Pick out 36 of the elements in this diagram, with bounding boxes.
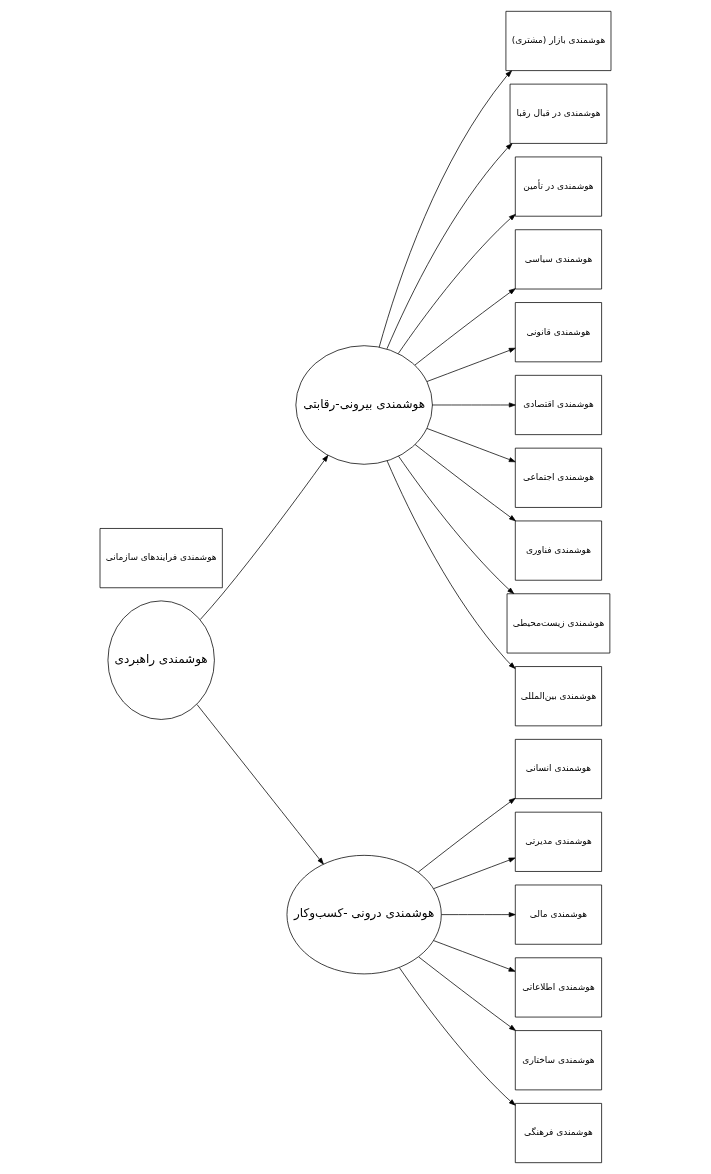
node-box: هوشمندی انسانی [514,739,602,800]
node-box: هوشمندی فرایندهای سازمانی [99,528,223,589]
arrow [441,912,516,918]
arrow [433,857,516,890]
node-box: هوشمندی قانونی [514,302,602,363]
arrow [196,704,324,865]
node-box: هوشمندی در تأمین [514,156,602,217]
node-box: هوشمندی زیست‌محیطی [506,593,611,654]
arrow [431,402,516,408]
arrow [199,455,329,620]
arrow [399,967,516,1106]
node-box: هوشمندی مدیرتی [514,811,602,872]
node-box: هوشمندی بازار (مشتری) [505,10,612,71]
arrow [398,455,515,594]
arrow [417,797,516,873]
node-box: هوشمندی اجتماعی [514,447,602,508]
arrow [414,288,516,366]
node-box: هوشمندی فناوری [514,520,602,581]
node-box: هوشمندی سیاسی [514,229,602,290]
node-box: هوشمندی فرهنگی [514,1103,602,1164]
node-box: هوشمندی اطلاعاتی [514,957,602,1018]
arrow [426,347,516,382]
arrow [397,214,516,354]
node-box: هوشمندی اقتصادی [514,374,602,435]
arrow [433,940,516,972]
arrow [386,460,516,669]
node-box: هوشمندی مالی [514,884,602,945]
node-ellipse: هوشمندی راهبردی [107,600,215,720]
arrow [418,956,516,1031]
node-box: هوشمندی ساختاری [514,1030,602,1091]
arrow [378,70,512,348]
node-box: هوشمندی در قبال رقبا [509,83,608,144]
arrow [426,428,516,463]
node-box: هوشمندی بین‌المللی [514,666,602,727]
arrow [414,444,516,522]
arrow [386,143,513,350]
